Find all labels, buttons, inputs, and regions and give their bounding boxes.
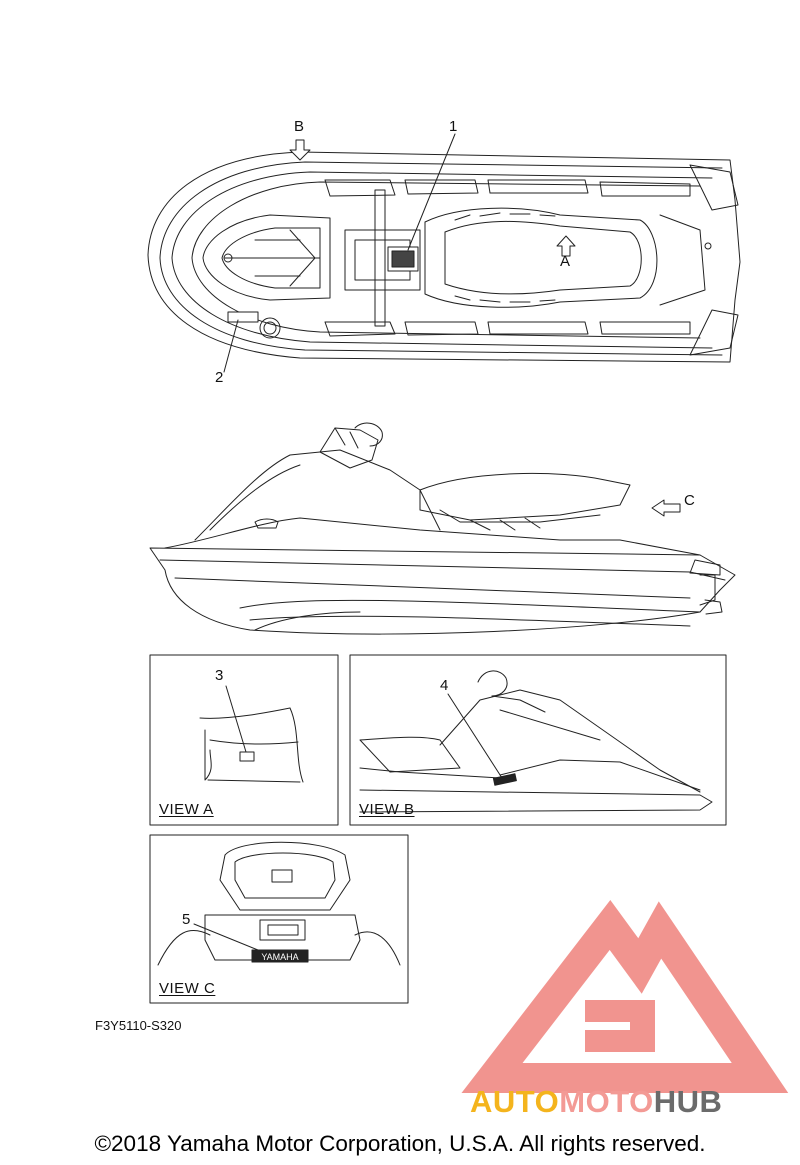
watermark-hub: HUB: [653, 1084, 723, 1119]
arrow-label-b: B: [294, 118, 305, 135]
watermark-moto: MOTO: [559, 1084, 654, 1119]
arrow-label-c: C: [684, 492, 695, 509]
view-c-label: VIEW C: [159, 980, 216, 997]
callout-3: 3: [215, 667, 224, 684]
watermark-auto: AUTO: [470, 1084, 560, 1119]
side-view-hull: [149, 422, 736, 635]
top-view-hull: [147, 133, 741, 373]
copyright-notice: ©2018 Yamaha Motor Corporation, U.S.A. A…: [94, 1131, 706, 1156]
callout-1: 1: [449, 118, 458, 135]
arrow-label-a: A: [560, 253, 571, 270]
callout-2: 2: [215, 369, 224, 386]
view-b-label: VIEW B: [359, 801, 415, 818]
yamaha-label-text: YAMAHA: [261, 952, 298, 962]
part-code: F3Y5110-S320: [95, 1018, 182, 1033]
view-a-panel: [149, 654, 339, 826]
view-c-panel: [149, 834, 409, 1004]
view-a-label: VIEW A: [159, 801, 214, 818]
callout-5: 5: [182, 911, 191, 928]
view-b-panel: [349, 654, 727, 826]
watermark-logo-text: AUTOMOTOHUB: [470, 1084, 722, 1120]
callout-4: 4: [440, 677, 449, 694]
